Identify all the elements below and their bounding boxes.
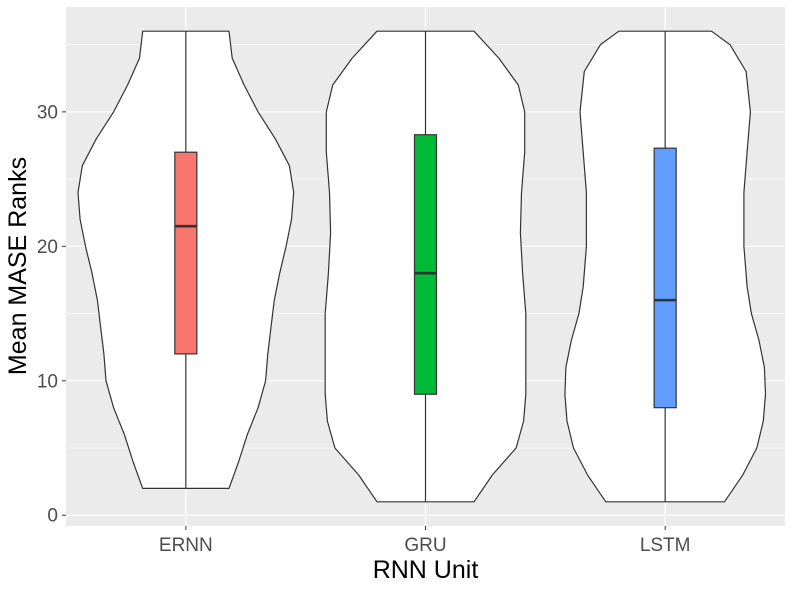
violin-group-ernn xyxy=(77,30,295,489)
violins xyxy=(77,30,767,503)
y-tick-label: 0 xyxy=(47,506,58,527)
violin-group-lstm xyxy=(564,30,767,503)
x-tick-label: GRU xyxy=(404,535,446,556)
y-tick-label: 20 xyxy=(37,237,58,258)
box-iqr xyxy=(174,151,198,355)
x-axis: ERNN GRU LSTM xyxy=(159,526,691,556)
x-tick-label: LSTM xyxy=(640,535,691,556)
y-tick-label: 10 xyxy=(37,371,58,392)
x-tick-label: ERNN xyxy=(159,535,213,556)
box-iqr xyxy=(413,134,438,395)
x-axis-title: RNN Unit xyxy=(373,556,479,584)
violin-group-gru xyxy=(324,30,527,503)
box-iqr xyxy=(653,147,677,409)
y-axis: 0 10 20 30 xyxy=(37,102,66,527)
y-tick-label: 30 xyxy=(37,102,58,123)
y-axis-title: Mean MASE Ranks xyxy=(4,157,32,375)
